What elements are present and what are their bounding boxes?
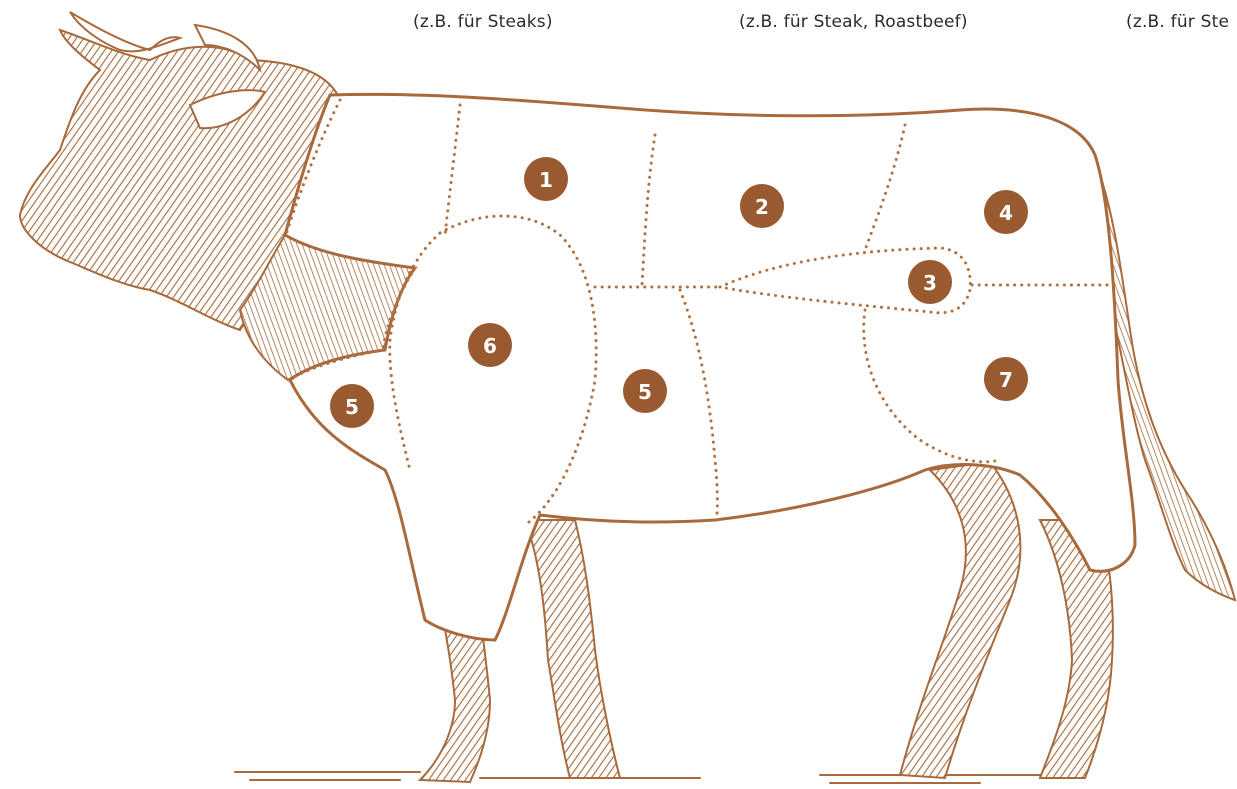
svg-text:5: 5 (345, 395, 359, 419)
cut-badge-4: 4 (984, 190, 1028, 234)
cut-badge-1: 1 (524, 157, 568, 201)
cut-badge-6: 6 (468, 323, 512, 367)
svg-text:4: 4 (999, 201, 1013, 225)
cut-badge-3: 3 (908, 260, 952, 304)
svg-text:3: 3 (923, 271, 937, 295)
cut-badge-7: 7 (984, 357, 1028, 401)
svg-text:2: 2 (755, 195, 769, 219)
cut-badge-5a: 5 (330, 384, 374, 428)
cut-badge-5b: 5 (623, 369, 667, 413)
svg-text:7: 7 (999, 368, 1013, 392)
cow-back-leg (900, 462, 1020, 778)
cut-badge-2: 2 (740, 184, 784, 228)
svg-text:6: 6 (483, 334, 497, 358)
cow-front-leg-2 (525, 520, 620, 778)
svg-text:1: 1 (539, 168, 553, 192)
svg-text:5: 5 (638, 380, 652, 404)
